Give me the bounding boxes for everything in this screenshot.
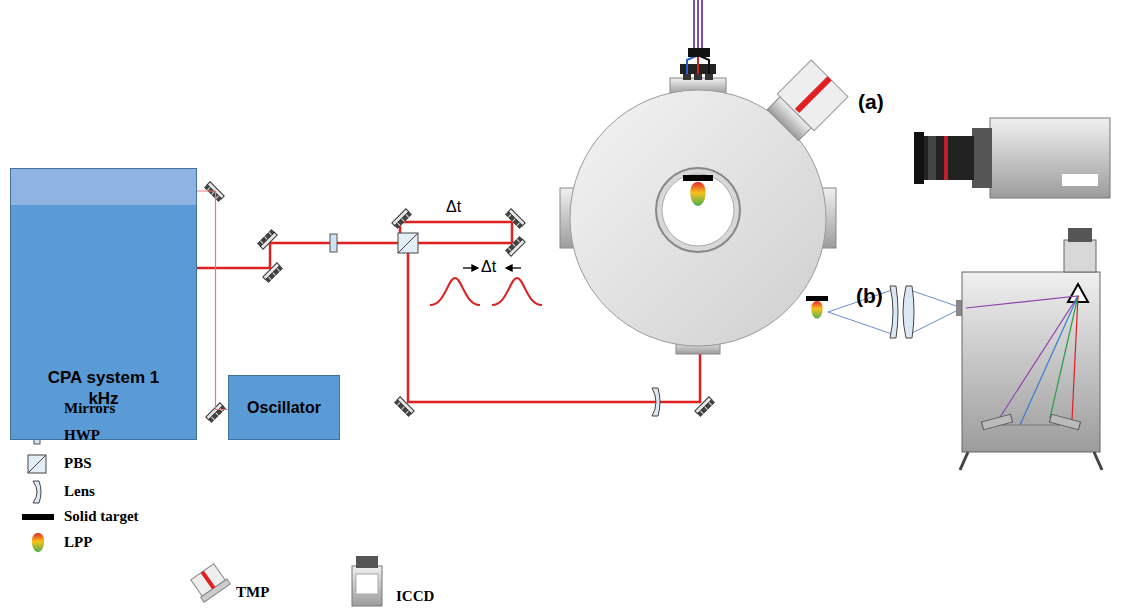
panel-label: (b) xyxy=(856,284,883,308)
legend-label: PBS xyxy=(64,455,92,472)
legend-label: Lens xyxy=(64,483,95,500)
delay-label: Δt xyxy=(446,198,461,216)
mirror xyxy=(257,229,277,249)
laser-system-box: CPA system 1 kHz xyxy=(10,168,197,440)
seed-beam xyxy=(197,191,228,410)
mirror xyxy=(394,397,414,417)
mirror xyxy=(505,236,525,256)
camera xyxy=(914,118,1110,198)
pulse-pair xyxy=(430,278,542,305)
legend-label: ICCD xyxy=(396,588,434,605)
panel-label: (a) xyxy=(858,90,884,114)
legend-label: LPP xyxy=(64,534,92,551)
legend-label: Mirrors xyxy=(64,400,115,417)
mirror xyxy=(392,209,412,229)
beam-splitter-cube xyxy=(398,233,418,253)
vacuum-chamber xyxy=(560,60,848,354)
delay-label: Δt xyxy=(481,258,496,276)
spectrometer xyxy=(806,228,1102,470)
legend-label: HWP xyxy=(64,427,100,444)
legend-label: TMP xyxy=(236,584,269,601)
mirror xyxy=(204,182,224,202)
solid-target xyxy=(683,175,713,181)
electrical-feedthrough xyxy=(680,0,716,80)
oscillator-box: Oscillator xyxy=(228,375,340,440)
half-wave-plate xyxy=(330,234,337,252)
mirror xyxy=(505,209,525,229)
mirror xyxy=(695,397,715,417)
focusing-lens xyxy=(652,388,660,416)
mirror xyxy=(263,263,283,283)
legend-label: Solid target xyxy=(64,508,139,525)
box-label: Oscillator xyxy=(247,398,321,417)
